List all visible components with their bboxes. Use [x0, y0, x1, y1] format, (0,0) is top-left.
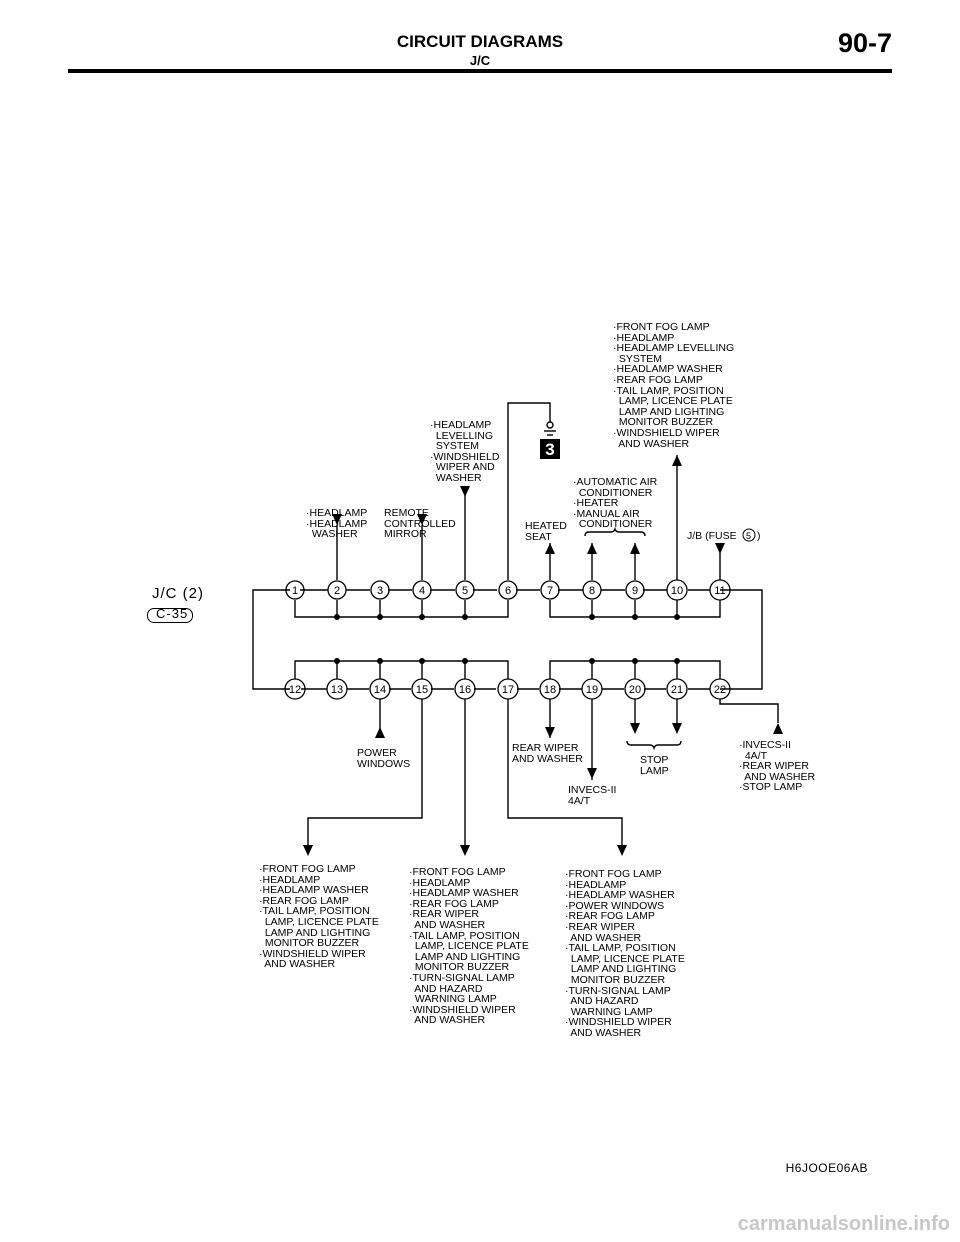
- connector-outline-right: [720, 589, 763, 690]
- page-subtitle: J/C: [469, 53, 491, 68]
- watermark: carmanualsonline.info: [737, 1213, 950, 1235]
- pin-number: 6: [505, 585, 511, 597]
- pin-number: 15: [416, 684, 428, 696]
- label-pin14: POWER WINDOWS: [357, 747, 411, 770]
- label-pin4: REMOTE CONTROLLED MIRROR: [384, 507, 456, 541]
- label-pin15: ·FRONT FOG LAMP ·HEADLAMP ·HEADLAMP WASH…: [259, 863, 379, 971]
- label-pin18: REAR WIPER AND WASHER: [512, 742, 583, 765]
- pin-number: 5: [462, 585, 468, 597]
- pin-number: 16: [459, 684, 471, 696]
- brace-20-21: [626, 740, 682, 751]
- fuse-close: ): [757, 530, 761, 542]
- pin-number: 20: [629, 684, 641, 696]
- pin-number: 14: [374, 684, 386, 696]
- header-rule: [68, 69, 892, 73]
- pin-number: 7: [547, 585, 553, 597]
- label-pin11: J/B (FUSE: [687, 530, 737, 542]
- pin-number: 9: [632, 585, 638, 597]
- connector-code-box: [147, 608, 193, 623]
- pin-number: 8: [589, 585, 595, 597]
- figure-code: H6JOOE06AB: [785, 1161, 868, 1175]
- pin-number: 21: [671, 684, 683, 696]
- label-pin16: ·FRONT FOG LAMP ·HEADLAMP ·HEADLAMP WASH…: [409, 866, 529, 1027]
- label-pin5: ·HEADLAMP LEVELLING SYSTEM ·WINDSHIELD W…: [430, 419, 500, 484]
- pin-number: 2: [334, 585, 340, 597]
- label-pin10: ·FRONT FOG LAMP ·HEADLAMP ·HEADLAMP LEVE…: [613, 321, 735, 450]
- connector-outline-left: [252, 589, 290, 690]
- pin-number: 22: [714, 684, 726, 696]
- pin-number: 12: [289, 684, 301, 696]
- label-pin19: INVECS-II 4A/T: [568, 784, 617, 807]
- label-pin17: ·FRONT FOG LAMP ·HEADLAMP ·HEADLAMP WASH…: [565, 868, 685, 1039]
- pin-number: 4: [419, 585, 425, 597]
- label-pin22: ·INVECS-II 4A/T ·REAR WIPER AND WASHER ·…: [739, 739, 816, 794]
- label-pins20-21: STOP LAMP: [640, 754, 669, 777]
- page-title: CIRCUIT DIAGRAMS: [396, 32, 564, 51]
- fuse-number: 5: [746, 531, 752, 541]
- page-number: 90-7: [837, 28, 892, 58]
- ground-number: 3: [545, 440, 555, 459]
- connector-code: C-35: [156, 606, 189, 621]
- pin-number: 17: [502, 684, 514, 696]
- connector-name: J/C (2): [152, 585, 204, 602]
- pin-number: 1: [292, 585, 298, 597]
- pin-number: 10: [671, 585, 683, 597]
- pin-number: 3: [377, 585, 383, 597]
- pin-number: 13: [331, 684, 343, 696]
- label-pins8-9: ·AUTOMATIC AIR CONDITIONER ·HEATER ·MANU…: [573, 476, 658, 531]
- brace-8-9: [584, 526, 646, 537]
- pin-number: 11: [714, 585, 725, 597]
- pin-number: 19: [586, 684, 598, 696]
- label-pin2: ·HEADLAMP ·HEADLAMP WASHER: [306, 507, 368, 541]
- pin-number: 18: [544, 684, 556, 696]
- label-pin7: HEATED SEAT: [525, 520, 567, 543]
